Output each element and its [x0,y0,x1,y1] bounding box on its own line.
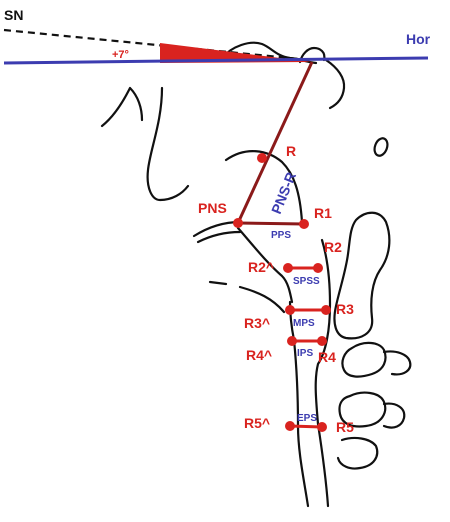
point-r5-hat [285,421,295,431]
label-spss: SPSS [293,276,320,287]
pps-line [237,221,305,226]
label-mps: MPS [293,318,315,329]
vertebra-c4-outline [338,391,387,428]
sella-pns-line [236,61,314,224]
point-r2-hat [283,263,293,273]
clivus-outline [324,58,346,110]
vertebra-c2-outline [333,211,391,340]
label-r2-hat: R2^ [248,259,274,275]
angle-wedge [160,43,312,63]
point-r2 [313,263,323,273]
vertebra-c3-process [382,350,412,376]
pterygoid-outline [224,150,304,224]
point-r3-hat [285,305,295,315]
vertebra-c5-outline [336,436,379,470]
point-r5 [317,422,327,432]
label-r5: R5 [336,419,354,435]
label-r: R [286,143,296,159]
label-r3-hat: R3^ [244,315,270,331]
label-angle: +7° [112,49,129,61]
hor-line [3,56,429,65]
label-r3: R3 [336,301,354,317]
label-r4: R4 [318,349,336,365]
pharynx-anterior-lower [316,422,330,508]
label-r5-hat: R5^ [244,415,270,431]
palate-outline [192,220,242,244]
point-r [257,153,267,163]
eps-line [289,424,323,429]
point-pns [233,218,243,228]
pharynx-anterior-outline [288,300,310,508]
point-r3 [321,305,331,315]
point-r1 [299,219,309,229]
landmark-circle [373,137,389,157]
vertebra-c4-process [382,402,406,429]
tongue-dorsum-outline [208,280,286,314]
sella-outline [298,46,326,64]
orbit-outline [100,86,144,128]
label-r4-hat: R4^ [246,347,272,363]
point-r4-hat [287,336,297,346]
label-sn: SN [4,7,23,23]
point-r4 [317,336,327,346]
label-pps: PPS [271,230,291,241]
sn-line [3,28,311,62]
label-ips: IPS [297,348,313,359]
soft-palate-outline [236,226,294,304]
vertebra-c3-outline [341,341,387,378]
maxilla-outline [146,86,190,202]
label-pns: PNS [198,200,227,216]
label-r1: R1 [314,205,332,221]
label-pns-r: PNS-R [268,170,299,216]
pharynx-posterior-outline [314,238,332,426]
label-hor: Hor [406,31,431,47]
label-r2: R2 [324,239,342,255]
label-eps: EPS [297,413,317,424]
